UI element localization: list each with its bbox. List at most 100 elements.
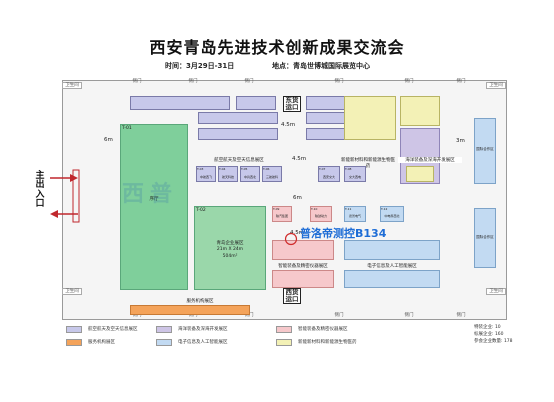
- toilet-bottom-left: 卫生间: [62, 288, 82, 296]
- main-entrance-label: 主出入口: [35, 171, 45, 210]
- booth-t07: [318, 166, 340, 182]
- booth-t12-tag: T-12: [381, 207, 388, 211]
- booth-t08-name: 交大西电: [348, 175, 361, 179]
- gate-bottom-4: 侧门: [334, 313, 344, 318]
- legend-swatch-5: [276, 339, 292, 346]
- booth-t09-tag: T-09: [273, 207, 280, 211]
- marine-zone-label: 海洋装备及深海开发展区: [398, 157, 462, 163]
- gate-bottom-6: 侧门: [456, 313, 466, 318]
- legend-swatch-1: [156, 326, 172, 333]
- legend-label-2: 智能装备及精密仪器展区: [298, 327, 348, 332]
- legend-label-0: 航空航天及空天信息展区: [88, 327, 138, 332]
- stat-special: 特装企业: 10: [474, 325, 501, 330]
- smart-zone-label: 智能装备及精密仪器展区: [278, 264, 328, 269]
- smart-booth-block: [272, 240, 334, 260]
- event-time: 时间：3月29日-31日: [165, 62, 235, 70]
- toilet-top-left: 卫生间: [62, 82, 82, 90]
- qingdao-zone: [194, 206, 266, 290]
- smart-booth-block-2: [272, 270, 334, 288]
- qingdao-area: 504m²: [222, 254, 238, 259]
- right-blue-zone-top: [474, 118, 496, 184]
- booth-t08: [344, 166, 366, 182]
- highlight-circle-icon: [284, 232, 298, 246]
- gate-top-4: 侧门: [334, 79, 344, 84]
- booth-t12-name: 中电科西北: [384, 214, 400, 218]
- newmat-top-zone-2: [400, 96, 440, 126]
- aero-tag-4: T-06: [263, 167, 270, 171]
- service-zone: [130, 305, 250, 315]
- aero-booth-t04: [218, 166, 238, 182]
- entrance-arrows-icon: [50, 169, 80, 223]
- legend-label-3: 服务机构展区: [88, 340, 115, 345]
- highlight-label: 普洛帝测控B134: [300, 227, 387, 240]
- booth-t10-tag: T-10: [311, 207, 318, 211]
- legend-label-5: 新能新材料和新能源生物医药: [298, 340, 357, 345]
- page-title: 西安青岛先进技术创新成果交流会: [149, 38, 405, 57]
- gate-top-6: 侧门: [456, 79, 466, 84]
- aero-booth-row-2: [198, 112, 278, 124]
- legend-label-4: 电子信息及人工智能展区: [178, 340, 228, 345]
- electronic-zone-label: 电子信息及人工智能展区: [367, 264, 417, 269]
- gate-bottom-2: 侧门: [188, 313, 198, 318]
- booth-t09-name: 陕汽集团: [275, 214, 288, 218]
- aero-booth-row-4: [236, 96, 276, 110]
- legend: 航空航天及空天信息展区 海洋装备及深海开发展区 智能装备及精密仪器展区 服务机构…: [60, 324, 505, 348]
- gate-top-5: 侧门: [404, 79, 414, 84]
- qingdao-tag: T-02: [196, 208, 206, 213]
- booth-t10: [310, 206, 332, 222]
- aero-booth-name-4: 三航航科: [265, 175, 278, 179]
- gate-bottom-5: 侧门: [404, 313, 414, 318]
- lobby-tag: T-01: [122, 126, 132, 131]
- toilet-top-right: 卫生间: [486, 82, 506, 90]
- aero-booth-name-2: 航天科技: [221, 175, 234, 179]
- aero-booth-t03: [196, 166, 216, 182]
- event-venue: 地点：青岛世博城国际展览中心: [272, 62, 370, 70]
- aero-tag-3: T-05: [241, 167, 248, 171]
- booth-t10-name: 陕鼓动力: [314, 214, 327, 218]
- aisle-width-2: 4.5m: [292, 156, 307, 162]
- booth-t08-tag: T-08: [345, 167, 352, 171]
- right-blue-label-top: 国际合作区: [476, 147, 494, 152]
- aero-booth-t05: [240, 166, 260, 182]
- aero-booth-t06: [262, 166, 282, 182]
- newmat-booth: [406, 166, 434, 182]
- gate-bottom-1: 侧门: [132, 313, 142, 318]
- lobby-zone: [120, 124, 188, 290]
- legend-swatch-2: [276, 326, 292, 333]
- booth-t11-tag: T-11: [345, 207, 352, 211]
- aisle-width-3: 6m: [293, 195, 302, 201]
- aero-booth-row-1: [130, 96, 230, 110]
- legend-swatch-4: [156, 339, 172, 346]
- newmat-top-zone: [344, 96, 396, 140]
- qingdao-label: 青岛企业展区: [216, 241, 244, 246]
- aero-tag-1: T-03: [197, 167, 204, 171]
- newmat-zone-label: 新能新材料和新能源生物医药: [341, 158, 395, 169]
- aero-zone-label: 航空航天及空天信息展区: [214, 158, 264, 163]
- lobby-label: 序厅: [149, 197, 159, 202]
- aisle-width-5: 6m: [104, 137, 113, 143]
- aero-booth-row-3: [198, 128, 278, 140]
- service-zone-label: 服务机构展区: [186, 299, 214, 304]
- aero-booth-name-1: 中航西飞: [199, 175, 212, 179]
- booth-t09: [272, 206, 292, 222]
- east-cargo-door: 东货运口: [283, 96, 301, 113]
- aisle-width-4: 4.5m: [290, 230, 305, 236]
- aisle-width-6: 3m: [456, 138, 465, 144]
- west-cargo-door: 西货运口: [283, 288, 301, 305]
- booth-t11-name: 德普电气: [348, 214, 361, 218]
- aero-booth-name-3: 中兵西北: [243, 175, 256, 179]
- booth-t07-name: 西安交大: [322, 175, 335, 179]
- booth-t12: [380, 206, 404, 222]
- right-blue-label-bottom: 国际合作区: [476, 235, 494, 240]
- stat-standard: 标展企业: 160: [474, 332, 504, 337]
- electronic-booth-block: [344, 240, 440, 260]
- qingdao-size: 21m X 24m: [216, 247, 244, 252]
- aisle-width-1: 4.5m: [281, 122, 296, 128]
- gate-top-1: 侧门: [132, 79, 142, 84]
- booth-t07-tag: T-07: [319, 167, 326, 171]
- watermark: 西普: [122, 182, 179, 207]
- legend-label-1: 海洋装备及深海开发展区: [178, 327, 228, 332]
- electronic-booth-block-2: [344, 270, 440, 288]
- gate-bottom-3: 侧门: [244, 313, 254, 318]
- right-blue-zone-bottom: [474, 208, 496, 268]
